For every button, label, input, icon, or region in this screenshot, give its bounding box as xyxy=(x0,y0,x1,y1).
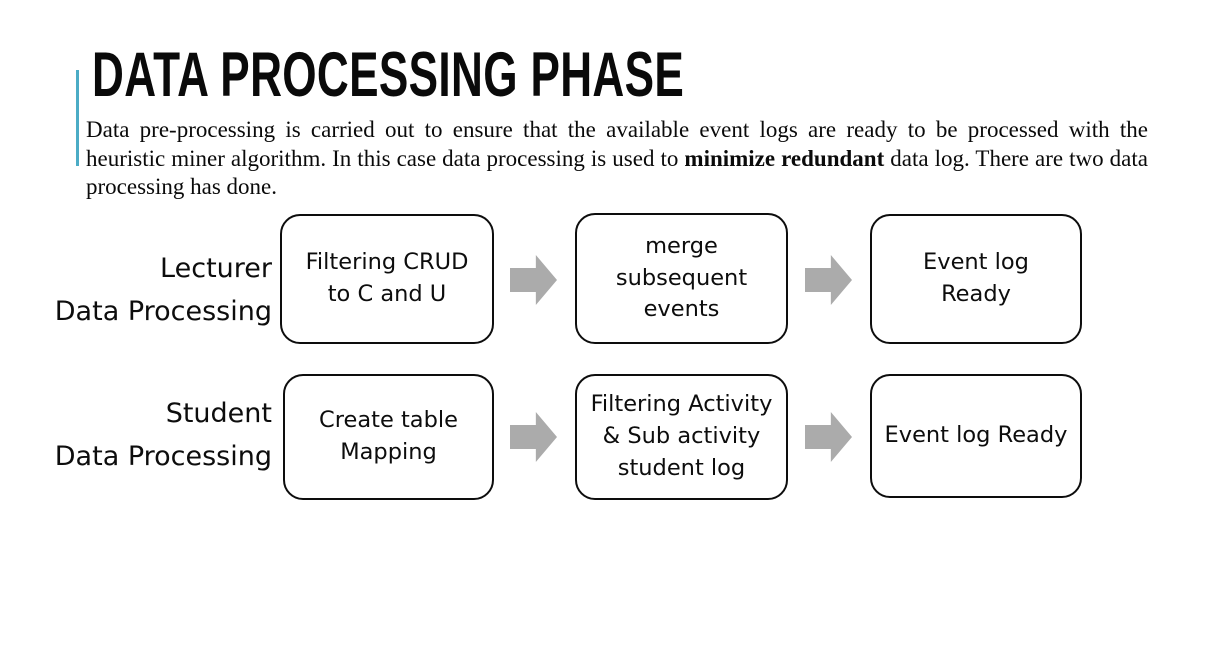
box-event-log-ready-student: Event log Ready xyxy=(870,374,1082,498)
intro-paragraph: Data pre-processing is carried out to en… xyxy=(86,116,1148,202)
box-filtering-activity: Filtering Activity & Sub activity studen… xyxy=(575,374,788,500)
right-arrow-icon xyxy=(510,412,557,462)
box-filtering-crud: Filtering CRUD to C and U xyxy=(280,214,494,344)
right-arrow-icon xyxy=(805,412,852,462)
intro-paragraph-part2: data log. There are two data processing … xyxy=(86,145,1148,200)
row-label-lecturer: Lecturer Data Processing xyxy=(54,253,272,327)
row-label-student: Student Data Processing xyxy=(54,398,272,472)
intro-paragraph-bold: minimize redundant xyxy=(684,145,885,171)
title-accent-bar xyxy=(76,70,79,166)
intro-paragraph-part1: Data pre-processing is carried out to en… xyxy=(86,117,1148,171)
box-event-log-ready-lecturer: Event log Ready xyxy=(870,214,1082,344)
box-create-table-mapping: Create table Mapping xyxy=(283,374,494,500)
box-merge-subsequent-events: merge subsequent events xyxy=(575,213,788,344)
page-title: DATA PROCESSING PHASE xyxy=(92,40,685,110)
right-arrow-icon xyxy=(805,255,852,305)
right-arrow-icon xyxy=(510,255,557,305)
